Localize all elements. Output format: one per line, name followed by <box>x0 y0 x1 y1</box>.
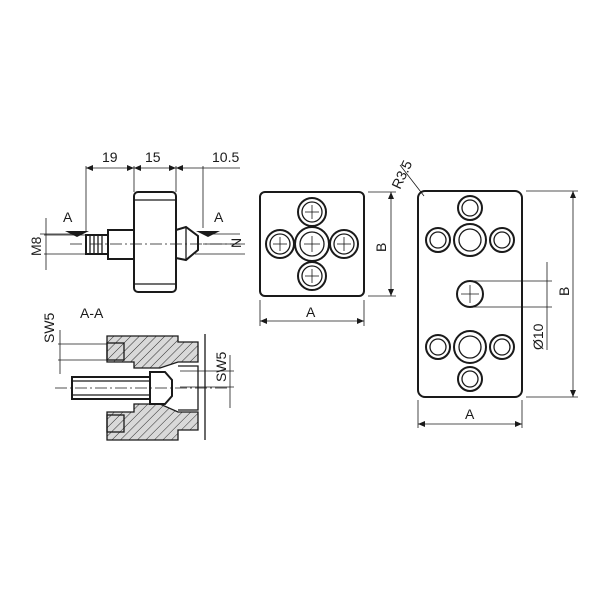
side-view: 19 15 10.5 A A M8 N <box>28 149 245 293</box>
dim-n-label: N <box>228 238 244 248</box>
section-mark-left: A <box>63 209 73 225</box>
rect-r-label: R3.5 <box>388 158 415 192</box>
thread-label: M8 <box>28 236 44 256</box>
section-title: A-A <box>80 305 104 321</box>
square-a-label: A <box>306 304 316 320</box>
dim-10-5-label: 10.5 <box>212 149 239 165</box>
section-view: A-A SW5 SW5 <box>41 305 234 441</box>
rect-b-label: B <box>556 287 572 296</box>
rect-a-label: A <box>465 406 475 422</box>
dim-15-label: 15 <box>145 149 161 165</box>
sw5-left-label: SW5 <box>41 312 57 343</box>
square-b-label: B <box>373 243 389 252</box>
dim-19-label: 19 <box>102 149 118 165</box>
rect-dia-label: Ø10 <box>530 323 546 350</box>
rect-plate-view: R3.5 Ø10 B A <box>388 158 578 428</box>
section-mark-right: A <box>214 209 224 225</box>
square-plate-view: A B <box>259 191 396 326</box>
sw5-right-label: SW5 <box>213 351 229 382</box>
